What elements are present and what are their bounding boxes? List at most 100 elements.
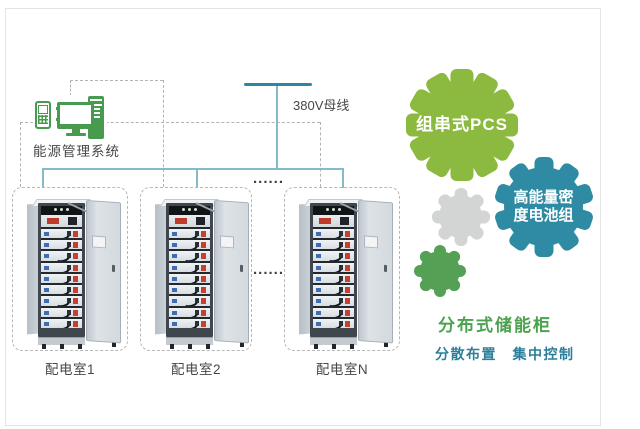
indicator-dot <box>188 208 191 211</box>
ems-link-to-cab1 <box>20 122 21 187</box>
ellipsis-middle: ...... <box>253 261 285 278</box>
cabinet-body <box>38 203 85 337</box>
door-lock <box>240 264 243 273</box>
ems-label: 能源管理系统 <box>33 144 120 159</box>
module-red-terminal <box>201 287 206 294</box>
module-red-terminal <box>73 275 78 282</box>
door-document-box <box>364 235 378 249</box>
module-blue-label <box>44 288 49 293</box>
module-connector <box>195 275 199 281</box>
cabinet-foot <box>384 342 388 347</box>
cabinet-foot <box>332 344 336 349</box>
cabinet-box-1 <box>12 187 128 351</box>
tower-vent <box>92 108 100 110</box>
power-drop-cabN <box>342 169 344 188</box>
battery-module <box>41 316 82 328</box>
module-blue-label <box>172 254 177 259</box>
module-red-terminal <box>345 275 350 282</box>
module-blue-label <box>316 232 321 236</box>
breaker-module <box>41 213 82 227</box>
module-connector <box>67 275 71 281</box>
battery-module <box>169 283 210 299</box>
cabinet-foot <box>206 344 210 349</box>
module-connector <box>67 264 71 270</box>
module-blue-label <box>172 232 177 236</box>
cabinet-foot <box>112 342 116 347</box>
module-red-terminal <box>345 320 350 327</box>
module-connector <box>195 264 199 270</box>
battery-module <box>313 283 354 299</box>
module-red-terminal <box>73 231 78 237</box>
module-red-terminal <box>201 298 206 305</box>
module-red-terminal <box>345 242 350 249</box>
power-trunk-line <box>42 168 344 170</box>
breaker-module <box>313 213 354 227</box>
phone-keypad <box>38 115 48 124</box>
battery-module <box>169 316 210 328</box>
phone-screen <box>38 105 48 114</box>
cabinet-label-n: 配电室N <box>315 362 369 377</box>
module-connector <box>195 287 199 293</box>
card-border <box>5 8 601 426</box>
tower-vent <box>92 112 100 114</box>
cabinet-base <box>166 337 213 345</box>
cabinet-interior <box>169 206 210 328</box>
module-blue-label <box>172 276 177 281</box>
module-connector <box>67 242 71 248</box>
module-connector <box>339 253 343 259</box>
monitor-icon <box>57 102 94 129</box>
module-connector <box>195 253 199 259</box>
module-blue-label <box>172 243 177 248</box>
battery-module <box>169 226 210 243</box>
ellipsis-top: ...... <box>253 170 285 187</box>
battery-module <box>41 226 82 243</box>
tower-slot <box>90 104 102 106</box>
module-connector <box>67 298 71 304</box>
module-blue-label <box>316 288 321 293</box>
cabinet-control-strip <box>169 206 210 213</box>
storage-cabinet <box>298 197 393 349</box>
module-blue-label <box>44 232 49 236</box>
cabinet-control-strip <box>41 206 82 213</box>
module-connector <box>339 264 343 270</box>
battery-module <box>41 305 82 321</box>
battery-module <box>313 294 354 310</box>
cabinet-foot <box>170 344 174 349</box>
module-connector <box>67 253 71 259</box>
cabinet-door <box>214 200 249 344</box>
indicator-dot <box>194 208 197 211</box>
battery-module <box>313 226 354 243</box>
cabinet-door <box>358 200 393 344</box>
cabinet-box-2 <box>140 187 252 351</box>
module-red-terminal <box>73 242 78 249</box>
module-blue-label <box>316 243 321 248</box>
module-red-terminal <box>345 253 350 260</box>
cabinet-label-2: 配电室2 <box>170 362 221 377</box>
indicator-dot <box>182 208 185 211</box>
module-blue-label <box>316 299 321 304</box>
module-connector <box>339 231 343 236</box>
module-red-terminal <box>73 287 78 294</box>
module-blue-label <box>172 265 177 270</box>
cabinet-foot <box>314 344 318 349</box>
module-red-terminal <box>345 264 350 271</box>
battery-module <box>41 294 82 310</box>
cabinet-interior <box>313 206 354 328</box>
gear-battery-line2: 度电池组 <box>513 206 574 224</box>
module-red-terminal <box>73 320 78 327</box>
module-red-terminal <box>345 231 350 237</box>
module-red-terminal <box>201 264 206 271</box>
battery-module <box>313 249 354 265</box>
ems-link-horizontal <box>20 122 320 123</box>
module-connector <box>339 275 343 281</box>
cabinet-foot <box>60 344 64 349</box>
battery-module <box>313 316 354 328</box>
module-blue-label <box>172 310 177 315</box>
indicator-dot <box>332 208 335 211</box>
footer-title: 分布式储能柜 <box>438 316 552 335</box>
indicator-dot <box>326 208 329 211</box>
cabinet-body <box>310 203 357 337</box>
module-blue-label <box>316 254 321 259</box>
module-connector <box>67 309 71 315</box>
phone-icon <box>35 101 51 129</box>
